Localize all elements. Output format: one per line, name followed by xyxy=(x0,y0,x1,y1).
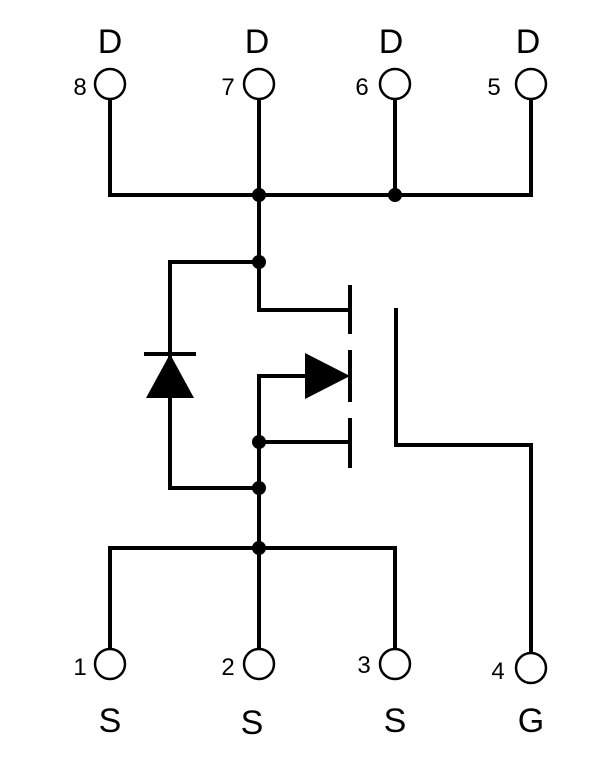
junction-dots xyxy=(252,188,402,555)
pin-3-number: 3 xyxy=(357,652,370,679)
pin-5-number: 5 xyxy=(487,74,500,101)
pin-8-number: 8 xyxy=(73,74,86,101)
pin-2-name: S xyxy=(241,704,264,742)
pin-8-name: D xyxy=(98,23,123,61)
pin-5-name: D xyxy=(516,23,541,61)
pin-5-terminal xyxy=(514,67,548,101)
pin-2-terminal xyxy=(242,647,276,681)
pin-1-name: S xyxy=(99,702,122,740)
pin-1-number: 1 xyxy=(73,654,86,681)
drain-wires xyxy=(108,98,533,490)
pin-6-number: 6 xyxy=(355,74,368,101)
pin-1-terminal xyxy=(93,647,127,681)
gate xyxy=(394,308,533,664)
pin-7-terminal xyxy=(242,67,276,101)
source-wires xyxy=(108,440,397,662)
pin-3-name: S xyxy=(384,702,407,740)
pin-4-terminal xyxy=(514,651,548,685)
pin-4-number: 4 xyxy=(491,658,504,685)
pin-2-number: 2 xyxy=(221,654,234,681)
pin-6-name: D xyxy=(379,23,404,61)
pin-7-number: 7 xyxy=(221,74,234,101)
pin-3-terminal xyxy=(378,647,412,681)
body-diode xyxy=(144,352,196,398)
pin-6-terminal xyxy=(378,67,412,101)
pin-4-name: G xyxy=(518,702,544,740)
pin-7-name: D xyxy=(245,23,270,61)
body-arrow xyxy=(257,353,350,444)
pin-8-terminal xyxy=(93,67,127,101)
